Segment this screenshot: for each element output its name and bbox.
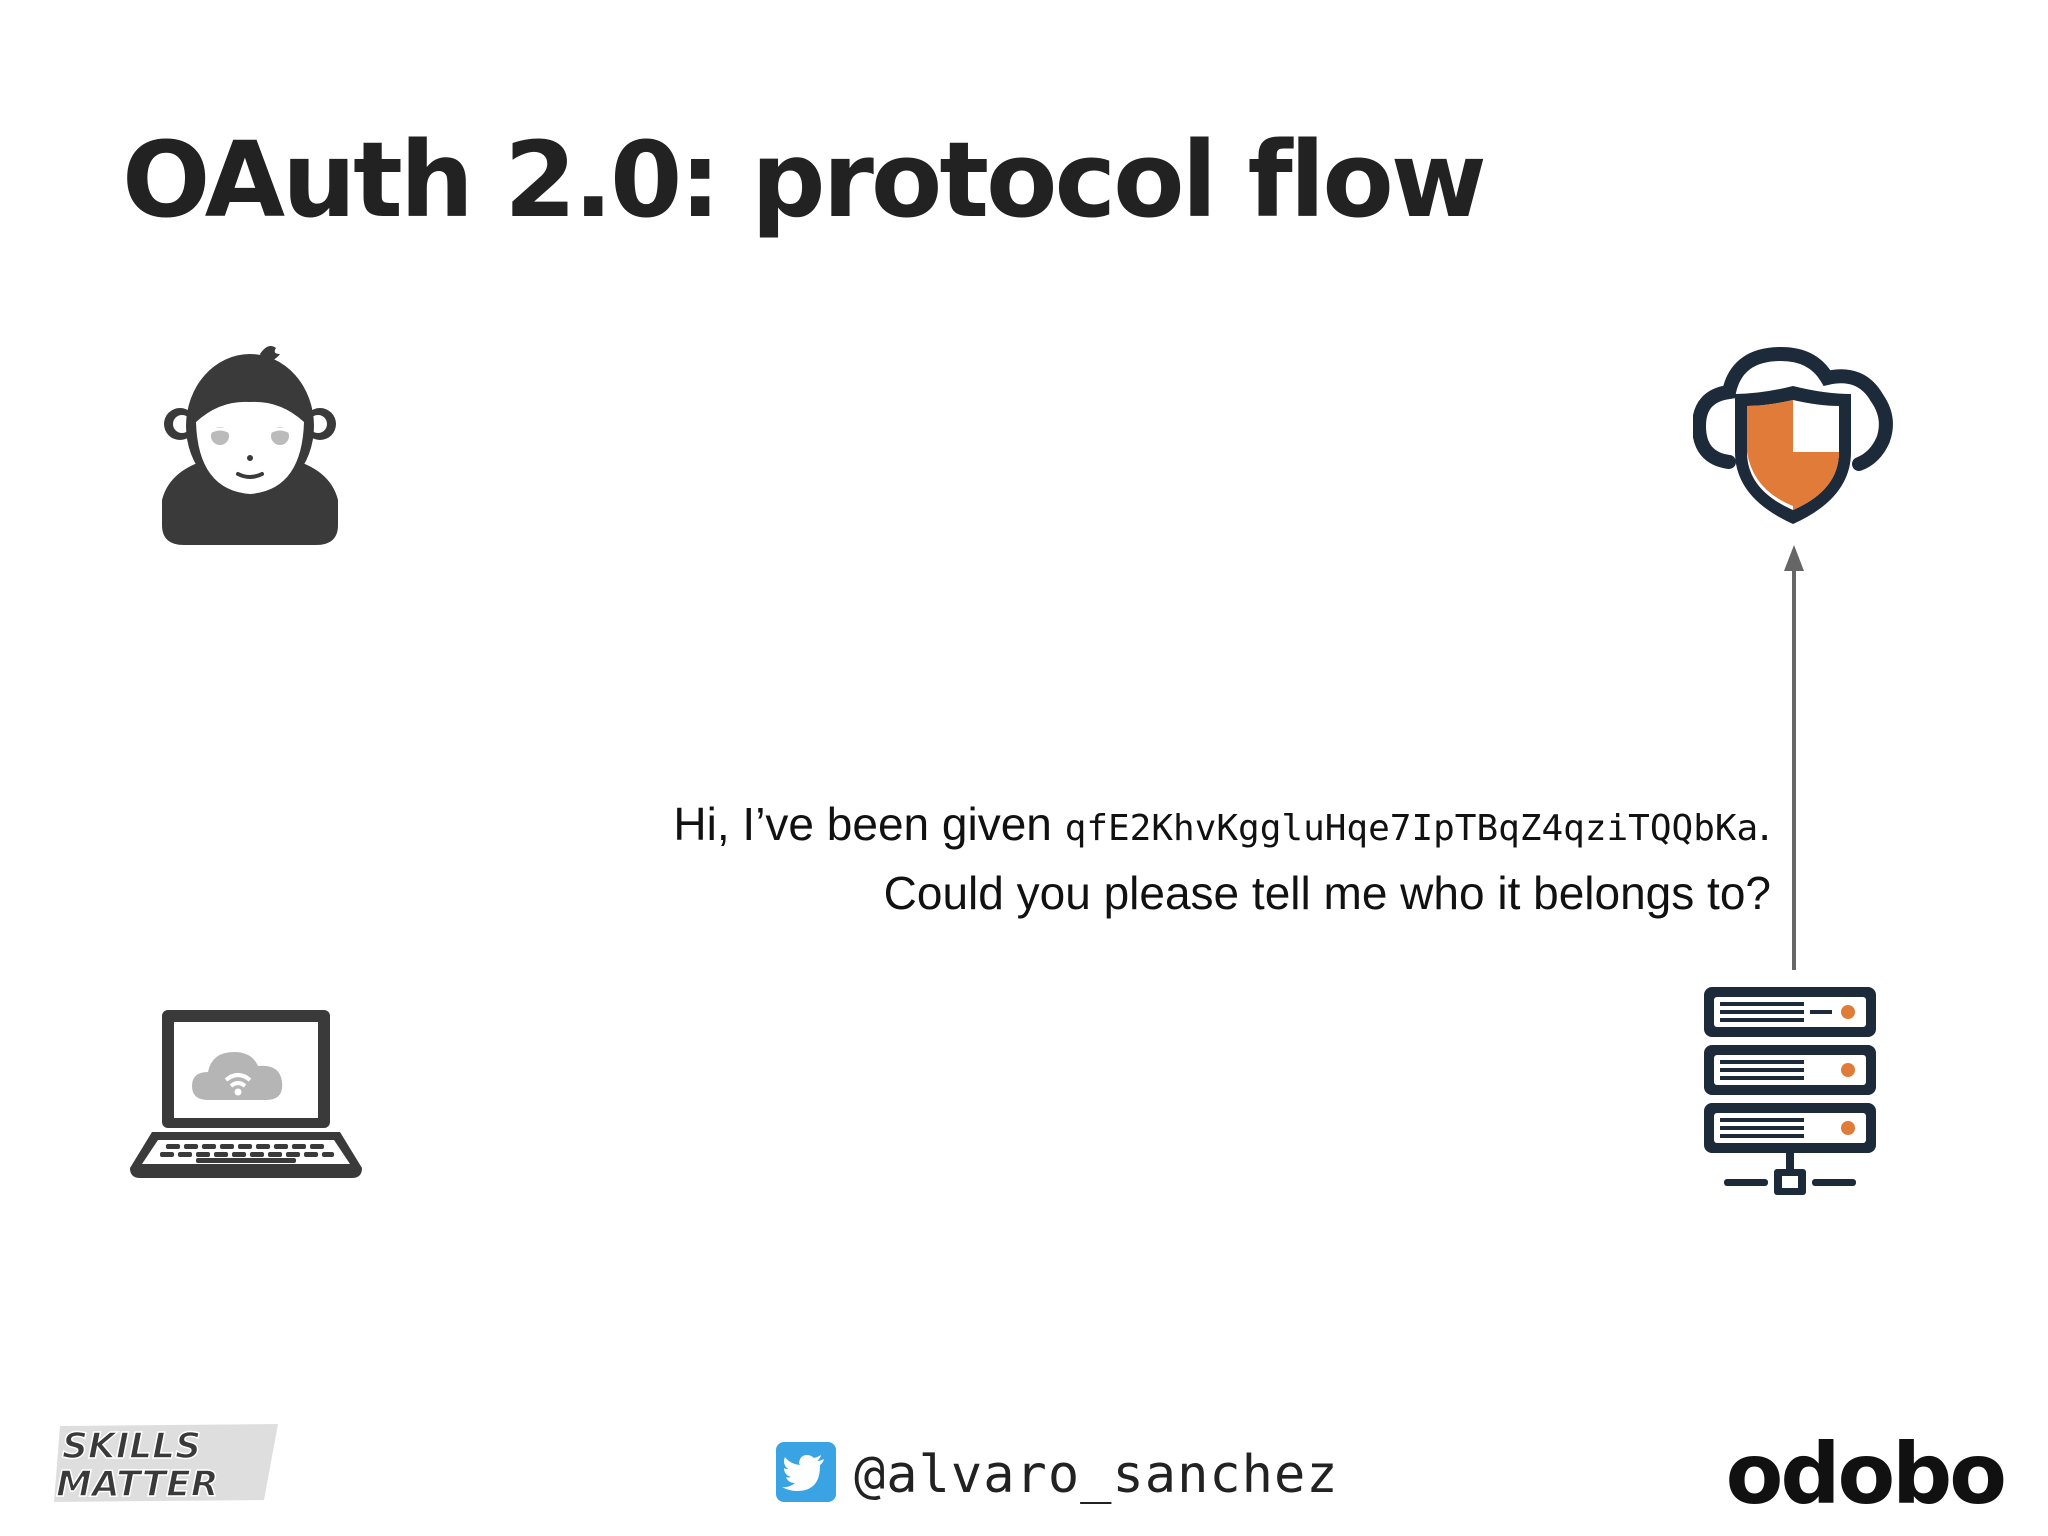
twitter-handle[interactable]: @alvaro_sanchez [776, 1442, 1339, 1507]
skills-matter-logo: SKILLS MATTER [52, 1420, 282, 1509]
user-avatar-icon [150, 340, 350, 560]
message-suffix: . [1758, 798, 1771, 850]
access-token: qfE2KhvKggluHqe7IpTBqZ4qziTQQbKa [1064, 808, 1759, 849]
request-message: Hi, I’ve been given qfE2KhvKggluHqe7IpTB… [673, 792, 1771, 925]
odobo-logo: odobo [1725, 1425, 2007, 1523]
cloud-shield-icon [1691, 340, 1893, 530]
message-line-1: Hi, I’ve been given qfE2KhvKggluHqe7IpTB… [673, 792, 1771, 861]
svg-text:MATTER: MATTER [56, 1464, 219, 1504]
twitter-handle-text: @alvaro_sanchez [854, 1444, 1339, 1505]
svg-text:SKILLS: SKILLS [62, 1426, 201, 1467]
message-line-2: Could you please tell me who it belongs … [883, 867, 1771, 919]
server-rack-icon [1700, 985, 1880, 1205]
twitter-bird-icon [776, 1442, 836, 1507]
slide-title: OAuth 2.0: protocol flow [122, 119, 1487, 241]
message-prefix: Hi, I’ve been given [673, 798, 1065, 850]
request-arrow [1782, 545, 1806, 970]
laptop-cloud-icon [126, 1000, 366, 1185]
